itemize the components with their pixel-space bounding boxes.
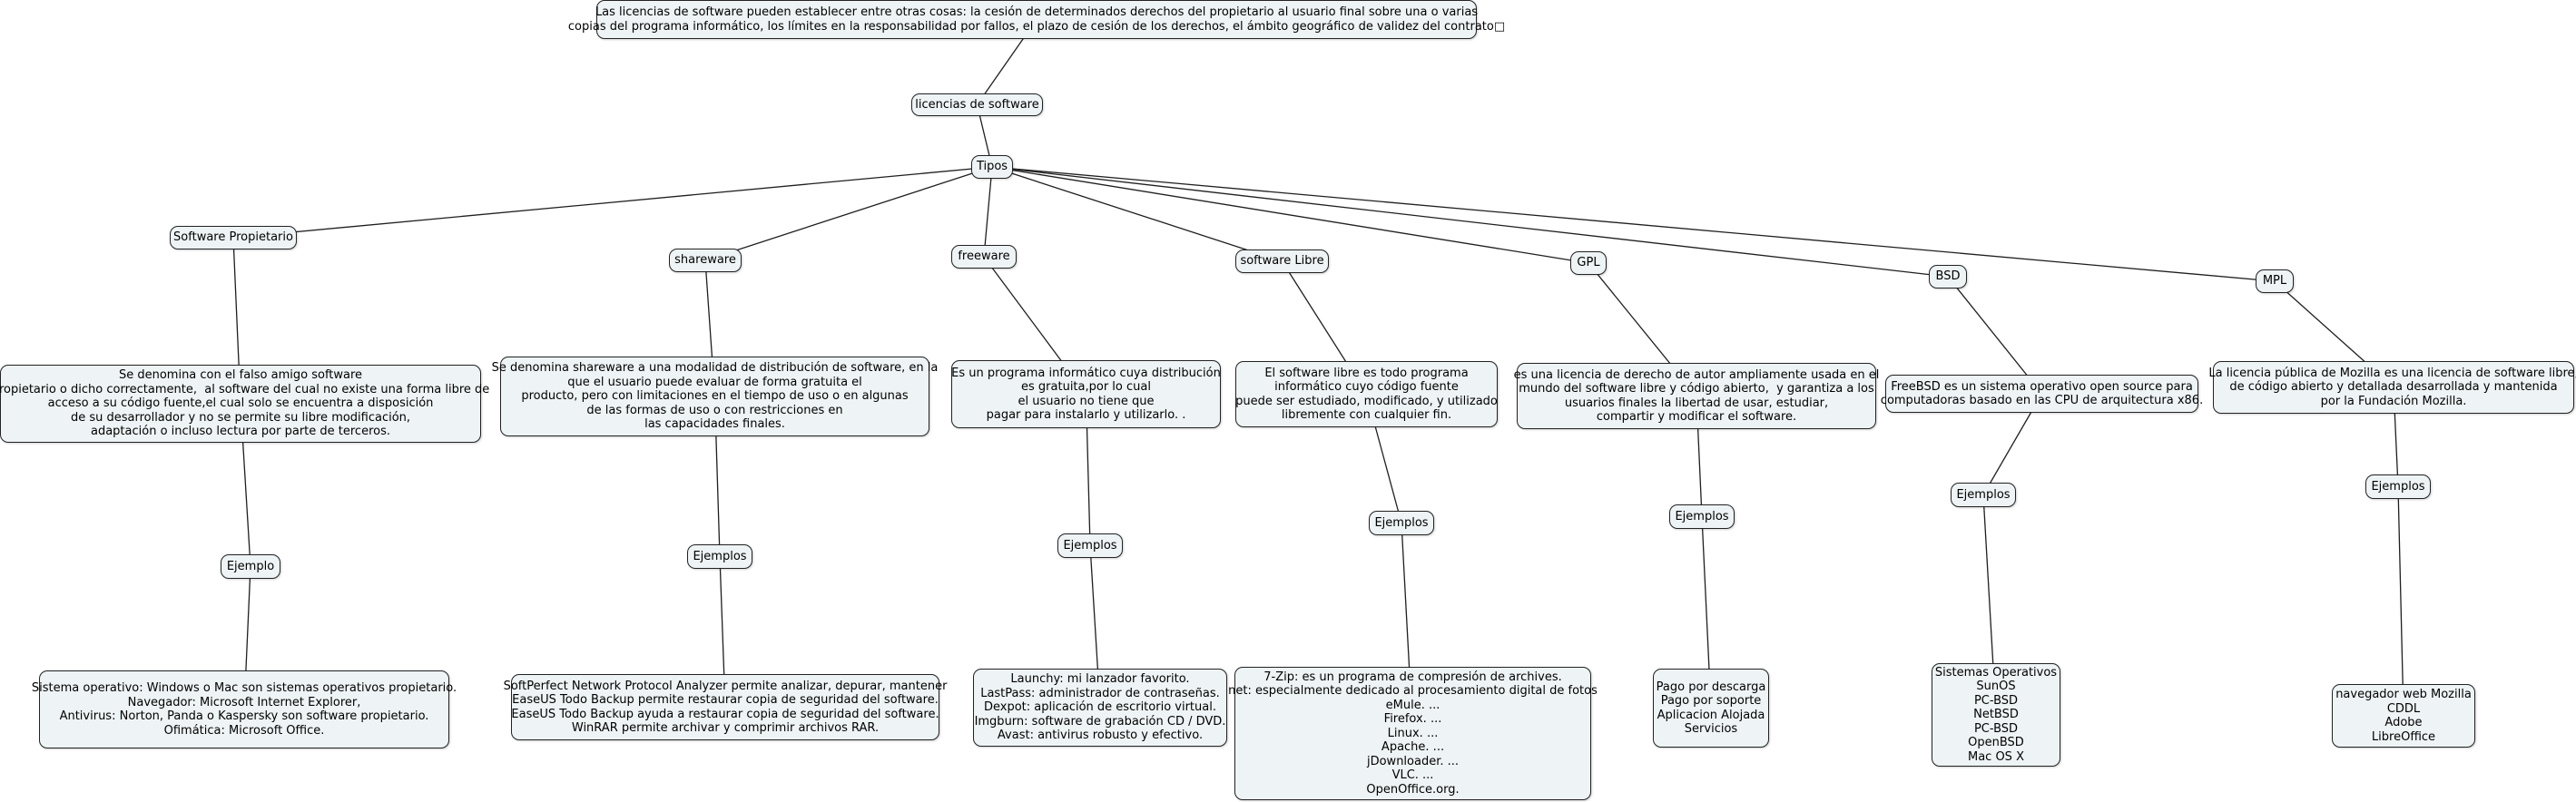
- link-ejemplo-propietario: Ejemplo: [221, 554, 280, 579]
- connector-n-tipos-b0-label: [232, 166, 993, 239]
- examples-gpl: Pago por descarga Pago por soporte Aplic…: [1653, 669, 1769, 748]
- link-ejemplos-shareware: Ejemplos: [687, 544, 752, 569]
- description-gpl: es una licencia de derecho de autor ampl…: [1514, 363, 1879, 429]
- description-bsd: FreeBSD es un sistema operativo open sou…: [1881, 375, 2203, 413]
- description-mpl: La licencia pública de Mozilla es una li…: [2208, 361, 2576, 414]
- connector-n-tipos-b5-label: [991, 166, 1949, 278]
- type-bsd: BSD: [1929, 265, 1967, 289]
- connector-n-tipos-b2-label: [983, 166, 993, 258]
- root-concept: Las licencias de software pueden estable…: [568, 0, 1505, 39]
- link-ejemplos-freeware: Ejemplos: [1057, 533, 1123, 558]
- examples-software-libre: 7-Zip: es un programa de compresión de a…: [1228, 667, 1598, 800]
- examples-freeware: Launchy: mi lanzador favorito. LastPass:…: [973, 669, 1227, 747]
- link-ejemplos-mpl: Ejemplos: [2365, 474, 2431, 499]
- examples-bsd: Sistemas Operativos SunOS PC-BSD NetBSD …: [1932, 663, 2060, 767]
- description-software-propietario: Se denomina con el falso amigo software …: [0, 365, 489, 443]
- type-freeware: freeware: [951, 245, 1017, 269]
- type-shareware: shareware: [669, 249, 742, 272]
- type-software-libre: software Libre: [1235, 249, 1329, 273]
- link-ejemplos-libre: Ejemplos: [1369, 511, 1434, 535]
- examples-software-propietario: Sistema operativo: Windows o Mac son sis…: [32, 670, 457, 748]
- link-ejemplos-bsd: Ejemplos: [1951, 483, 2016, 507]
- type-mpl: MPL: [2256, 269, 2294, 293]
- type-software-propietario: Software Propietario: [170, 226, 297, 249]
- description-shareware: Se denomina shareware a una modalidad de…: [492, 357, 938, 436]
- connector-n-tipos-b6-label: [991, 166, 2276, 282]
- main-concept: licencias de software: [911, 93, 1043, 116]
- examples-mpl: navegador web Mozilla CDDL Adobe LibreOf…: [2332, 684, 2475, 748]
- examples-shareware: SoftPerfect Network Protocol Analyzer pe…: [504, 674, 947, 740]
- type-gpl: GPL: [1570, 251, 1607, 275]
- connector-b6-link-b6-ex: [2397, 486, 2404, 717]
- description-freeware: Es un programa informático cuya distribu…: [951, 360, 1221, 428]
- connector-n-tipos-b3-label: [991, 166, 1283, 262]
- connector-n-tipos-b1-label: [704, 166, 993, 261]
- connector-b5-label-b5-desc: [1947, 276, 2043, 395]
- link-ejemplos-gpl: Ejemplos: [1669, 504, 1735, 529]
- connector-n-tipos-b4-label: [991, 166, 1589, 264]
- description-software-libre: El software libre es todo programa infor…: [1235, 361, 1498, 427]
- tipos-concept: Tipos: [971, 155, 1013, 179]
